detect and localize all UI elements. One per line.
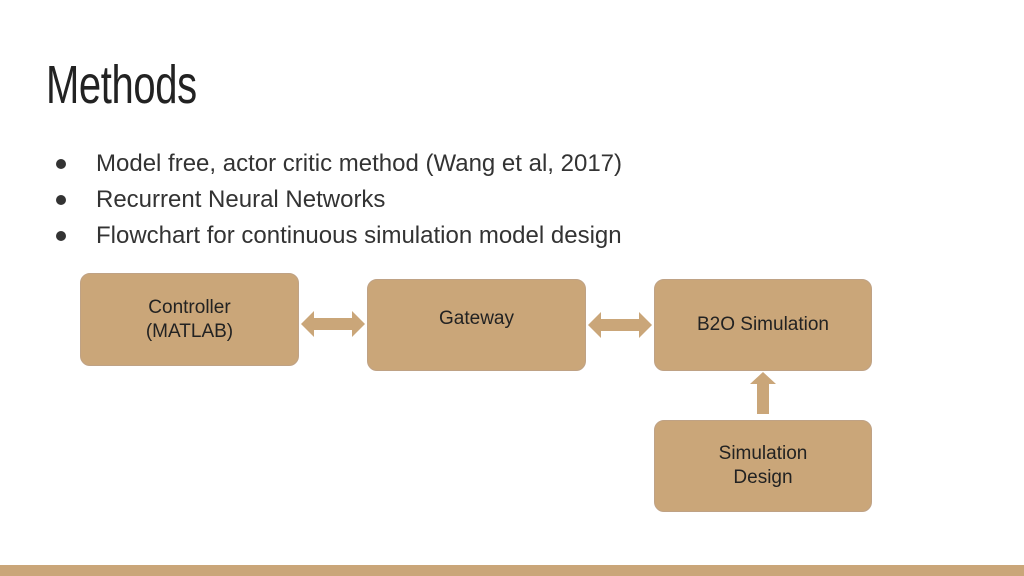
controller-node: Controller (MATLAB) bbox=[80, 273, 299, 366]
bottom-accent-bar bbox=[0, 565, 1024, 576]
bullet-dot-icon bbox=[56, 231, 66, 241]
double-arrow-icon bbox=[301, 311, 365, 337]
slide-title: Methods bbox=[46, 55, 197, 115]
gateway-node-label: Gateway bbox=[439, 308, 514, 329]
bullet-dot-icon bbox=[56, 195, 66, 205]
gateway-node: Gateway bbox=[367, 279, 586, 371]
bullet-text: Flowchart for continuous simulation mode… bbox=[96, 222, 622, 249]
controller-node-label: Controller (MATLAB) bbox=[145, 296, 234, 342]
bullet-dot-icon bbox=[56, 159, 66, 169]
bullet-text: Recurrent Neural Networks bbox=[96, 186, 386, 213]
simulation-design-node-label: Simulation Design bbox=[718, 443, 808, 488]
b2o-simulation-node-label: B2O Simulation bbox=[696, 314, 829, 335]
b2o-simulation-node: B2O Simulation bbox=[654, 279, 872, 371]
double-arrow-icon bbox=[588, 312, 652, 338]
simulation-design-node: Simulation Design bbox=[654, 420, 872, 512]
up-arrow-icon bbox=[750, 372, 776, 414]
bullet-text: Model free, actor critic method (Wang et… bbox=[96, 150, 623, 177]
